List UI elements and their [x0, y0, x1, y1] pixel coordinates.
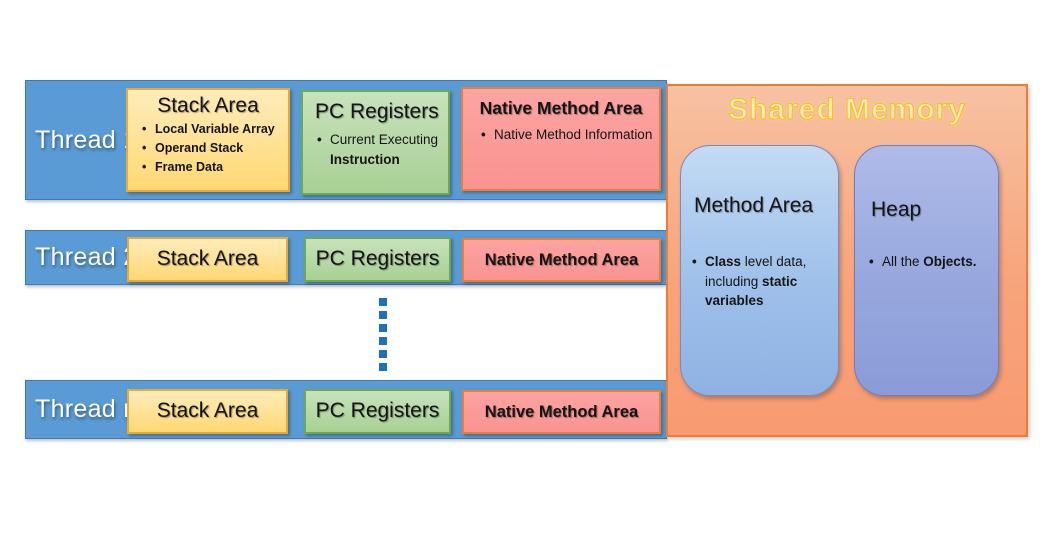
- stack-area-title: Stack Area: [157, 94, 259, 117]
- bullet-item: Frame Data: [140, 158, 284, 177]
- native-method-area-bullets: Native Method Information: [463, 125, 659, 145]
- bullet-item: Local Variable Array: [140, 120, 284, 139]
- thread-n-native-method-area-box: Native Method Area: [462, 390, 661, 434]
- method-area-bullets: Class level data, including static varia…: [681, 252, 834, 311]
- thread-continuation-dots: [379, 298, 387, 371]
- thread-1-bar: Thread 1 Stack Area Local Variable Array…: [25, 80, 667, 200]
- thread-n-bar: Thread n Stack Area PC Registers Native …: [25, 380, 667, 439]
- shared-memory-panel: Shared Memory Method Area Class level da…: [666, 84, 1028, 437]
- heap-title: Heap: [871, 198, 922, 221]
- method-area-box: Method Area Class level data, including …: [680, 145, 839, 396]
- native-method-area-title: Native Method Area: [484, 250, 639, 269]
- stack-area-title: Stack Area: [156, 399, 259, 423]
- bullet-item: Current Executing Instruction: [315, 130, 444, 169]
- thread-n-stack-area-box: Stack Area: [127, 389, 288, 434]
- stack-area-bullets: Local Variable ArrayOperand StackFrame D…: [128, 120, 288, 176]
- thread-1-label: Thread 1: [35, 125, 138, 154]
- bullet-item: Operand Stack: [140, 139, 284, 158]
- pc-registers-title: PC Registers: [315, 100, 439, 123]
- thread-2-native-method-area-box: Native Method Area: [462, 238, 661, 282]
- bullet-item: Class level data, including static varia…: [690, 252, 830, 311]
- native-method-area-title: Native Method Area: [484, 402, 639, 421]
- thread-n-pc-registers-box: PC Registers: [304, 389, 451, 434]
- stack-area-title: Stack Area: [156, 247, 259, 271]
- method-area-title: Method Area: [694, 194, 814, 217]
- native-method-area-title: Native Method Area: [479, 98, 643, 118]
- pc-registers-bullets: Current Executing Instruction: [303, 130, 448, 169]
- pc-registers-title: PC Registers: [315, 247, 440, 271]
- bullet-item: Native Method Information: [479, 125, 655, 145]
- thread-1-native-method-area-box: Native Method Area Native Method Informa…: [461, 87, 661, 191]
- shared-memory-title: Shared Memory: [727, 92, 967, 126]
- thread-2-pc-registers-box: PC Registers: [304, 237, 451, 282]
- thread-1-pc-registers-box: PC Registers Current Executing Instructi…: [301, 90, 450, 195]
- bullet-item: All the Objects.: [867, 252, 994, 272]
- thread-2-bar: Thread 2 Stack Area PC Registers Native …: [25, 230, 667, 285]
- thread-1-stack-area-box: Stack Area Local Variable ArrayOperand S…: [126, 88, 290, 192]
- thread-2-stack-area-box: Stack Area: [127, 237, 288, 282]
- thread-2-label: Thread 2: [35, 243, 138, 271]
- pc-registers-title: PC Registers: [315, 399, 440, 423]
- heap-box: Heap All the Objects.: [854, 145, 999, 396]
- heap-bullets: All the Objects.: [855, 252, 998, 272]
- thread-n-label: Thread n: [35, 395, 138, 423]
